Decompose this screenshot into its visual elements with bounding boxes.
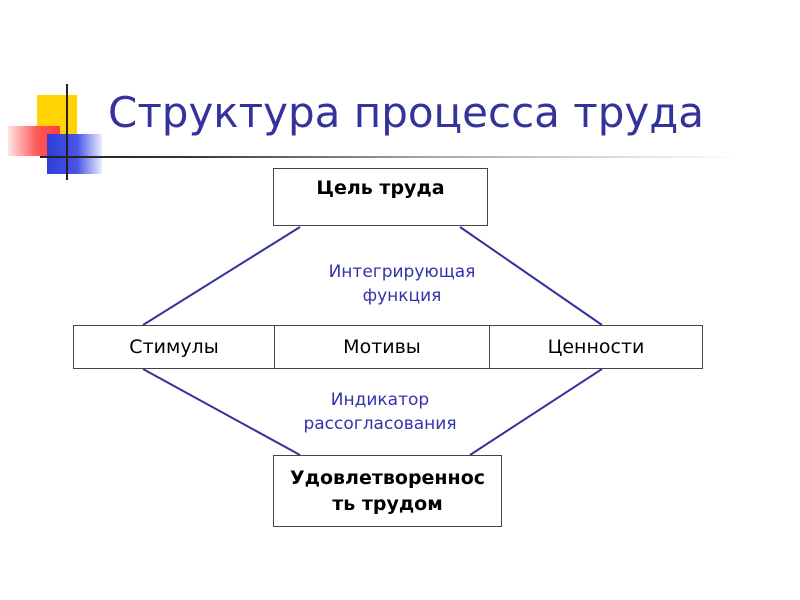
connector-goal-left <box>143 227 300 325</box>
motives-cell: Мотивы <box>274 326 489 368</box>
mismatch-indicator-note: Индикатор рассогласования <box>280 388 480 436</box>
values-cell: Ценности <box>489 326 702 368</box>
middle-row: Стимулы Мотивы Ценности <box>73 325 703 369</box>
connector-satisfaction-left <box>143 369 300 455</box>
stimuli-cell: Стимулы <box>74 326 274 368</box>
goal-box: Цель труда <box>273 168 488 226</box>
connector-satisfaction-right <box>470 369 602 455</box>
satisfaction-box: Удовлетвореннос ть трудом <box>273 455 502 527</box>
integrating-function-note: Интегрирующая функция <box>300 260 504 308</box>
